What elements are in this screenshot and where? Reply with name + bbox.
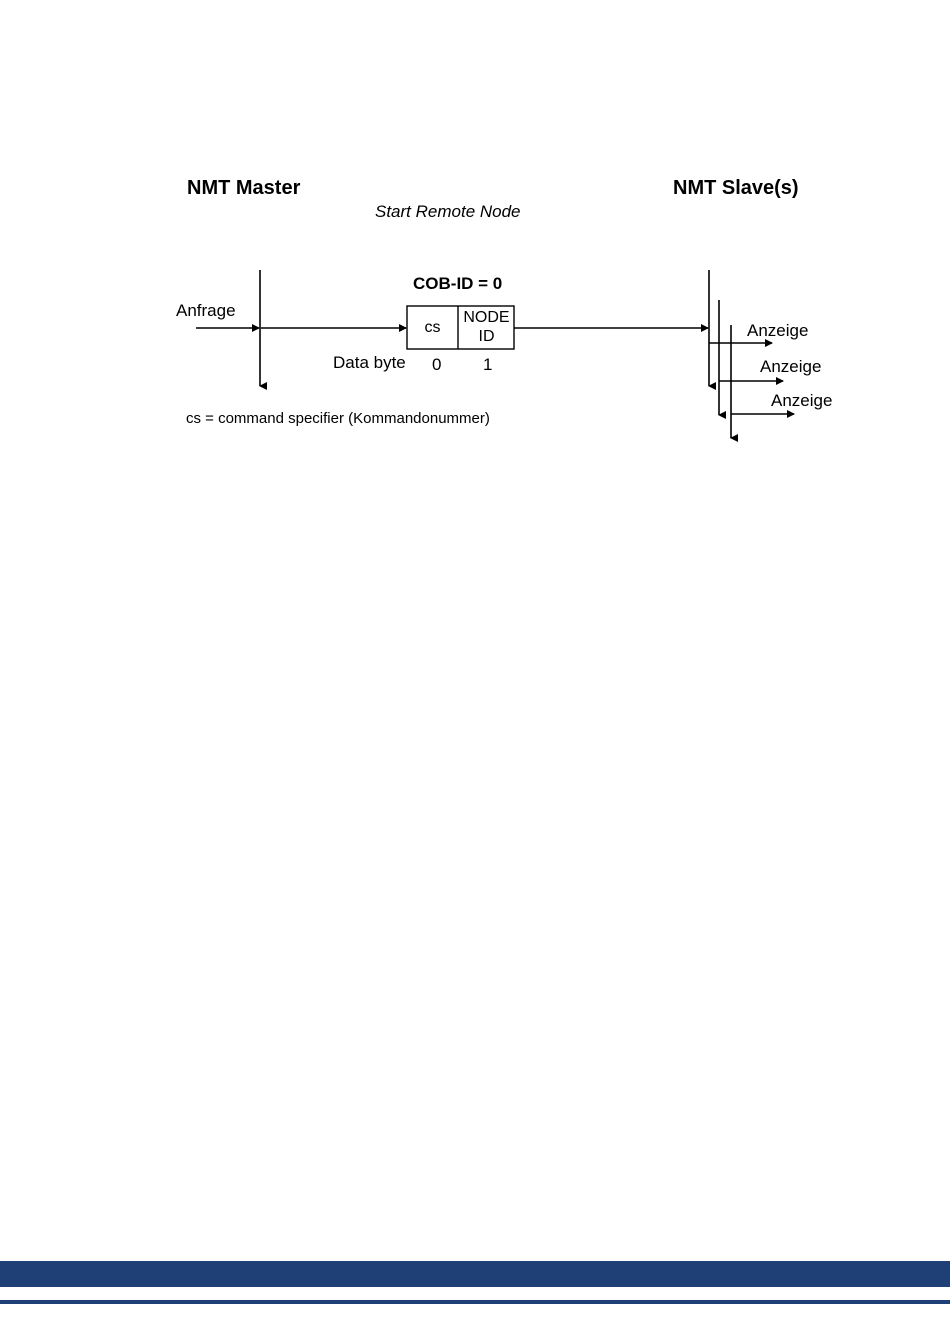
footer-line xyxy=(0,1300,950,1304)
box-cell-node-id: NODE ID xyxy=(458,308,515,346)
indication-label-2: Anzeige xyxy=(760,358,821,375)
master-label: NMT Master xyxy=(187,178,300,198)
request-label: Anfrage xyxy=(176,302,236,319)
data-byte-label: Data byte xyxy=(333,354,406,371)
box-cell-cs: cs xyxy=(407,318,458,337)
indication-label-3: Anzeige xyxy=(771,392,832,409)
box-cell-node-line2: ID xyxy=(458,327,515,346)
indication-label-1: Anzeige xyxy=(747,322,808,339)
footer-band xyxy=(0,1261,950,1287)
box-cell-cs-text: cs xyxy=(425,319,441,336)
byte-index-1: 1 xyxy=(483,356,492,373)
service-label: Start Remote Node xyxy=(375,203,521,220)
legend-text: cs = command specifier (Kommandonummer) xyxy=(186,411,490,426)
box-cell-node-line1: NODE xyxy=(458,308,515,327)
slave-label: NMT Slave(s) xyxy=(673,178,799,198)
byte-index-0: 0 xyxy=(432,356,441,373)
cob-id-label: COB-ID = 0 xyxy=(413,275,502,292)
